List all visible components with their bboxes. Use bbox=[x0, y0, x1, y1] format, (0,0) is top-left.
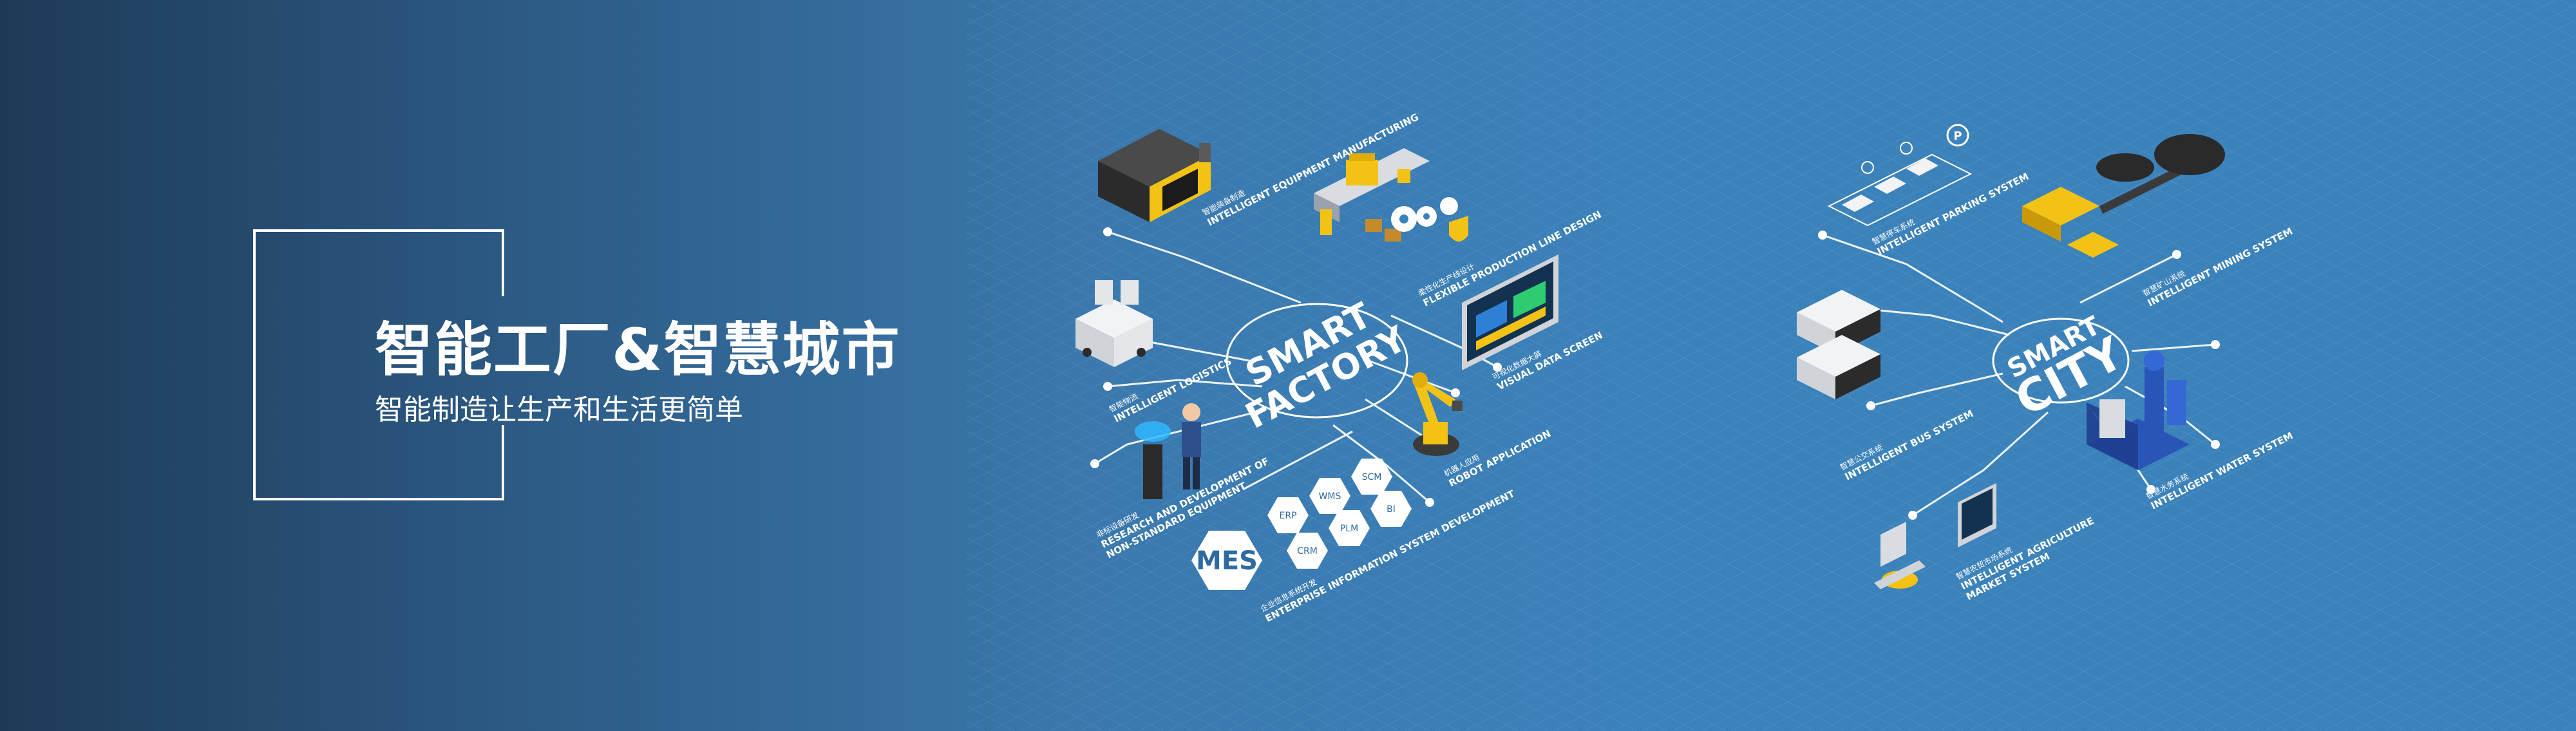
mes-hexagons: MES ERP WMS SCM CRM bbox=[1191, 459, 1412, 590]
robot-arm-icon bbox=[1412, 372, 1463, 456]
smart-factory-hub-ring bbox=[1226, 303, 1408, 419]
smart-factory-diagram: SMART FACTORY bbox=[1075, 111, 1605, 625]
wms-label: WMS bbox=[1319, 491, 1341, 502]
erp-label: ERP bbox=[1279, 511, 1296, 521]
bus-icon bbox=[1797, 290, 1880, 399]
worker-hologram-icon bbox=[1135, 403, 1201, 499]
mining-icon bbox=[2022, 134, 2225, 258]
svg-text:INTELLIGENT BUS SYSTEM: INTELLIGENT BUS SYSTEM bbox=[1843, 408, 1975, 483]
cnc-machine-icon bbox=[1098, 129, 1211, 222]
city-label-mining: 智慧矿山系统 INTELLIGENT MINING SYSTEM bbox=[2141, 225, 2295, 309]
parking-sign-icon: P bbox=[1953, 129, 1962, 143]
city-label-parking: 智慧停车系统 INTELLIGENT PARKING SYSTEM bbox=[1871, 171, 2031, 258]
mes-label: MES bbox=[1196, 546, 1258, 576]
market-screen-icon bbox=[1874, 483, 1996, 589]
parking-lot-icon: P bbox=[1827, 124, 1973, 227]
smart-city-hub-ring bbox=[1992, 318, 2130, 404]
svg-text:INTELLIGENT LOGISTICS: INTELLIGENT LOGISTICS bbox=[1112, 356, 1233, 425]
banner-title: 智能工厂&智慧城市 bbox=[375, 316, 901, 384]
smart-city-diagram: SMART CITY P bbox=[1797, 124, 2295, 603]
plm-label: PLM bbox=[1340, 524, 1358, 534]
title-frame-gap bbox=[496, 296, 509, 425]
water-system-icon bbox=[2087, 350, 2190, 470]
city-label-bus: 智慧公交系统 INTELLIGENT BUS SYSTEM bbox=[1839, 408, 1976, 483]
crm-label: CRM bbox=[1297, 546, 1318, 556]
production-line-icon bbox=[1314, 148, 1430, 242]
data-screen-icon bbox=[1462, 254, 1558, 370]
scm-label: SCM bbox=[1362, 472, 1382, 482]
banner-subtitle: 智能制造让生产和生活更简单 bbox=[375, 394, 743, 426]
gears-icon bbox=[1391, 197, 1458, 232]
svg-text:ROBOT APPLICATION: ROBOT APPLICATION bbox=[1447, 428, 1553, 489]
smart-factory-hub: SMART FACTORY bbox=[1239, 295, 1414, 437]
logistics-robot-icon bbox=[1075, 280, 1153, 367]
factory-label-robot: 机器人应用 ROBOT APPLICATION bbox=[1443, 428, 1553, 489]
svg-text:INTELLIGENT MINING SYSTEM: INTELLIGENT MINING SYSTEM bbox=[2146, 225, 2295, 309]
bi-label: BI bbox=[1387, 504, 1396, 515]
shield-icon bbox=[1449, 216, 1468, 242]
